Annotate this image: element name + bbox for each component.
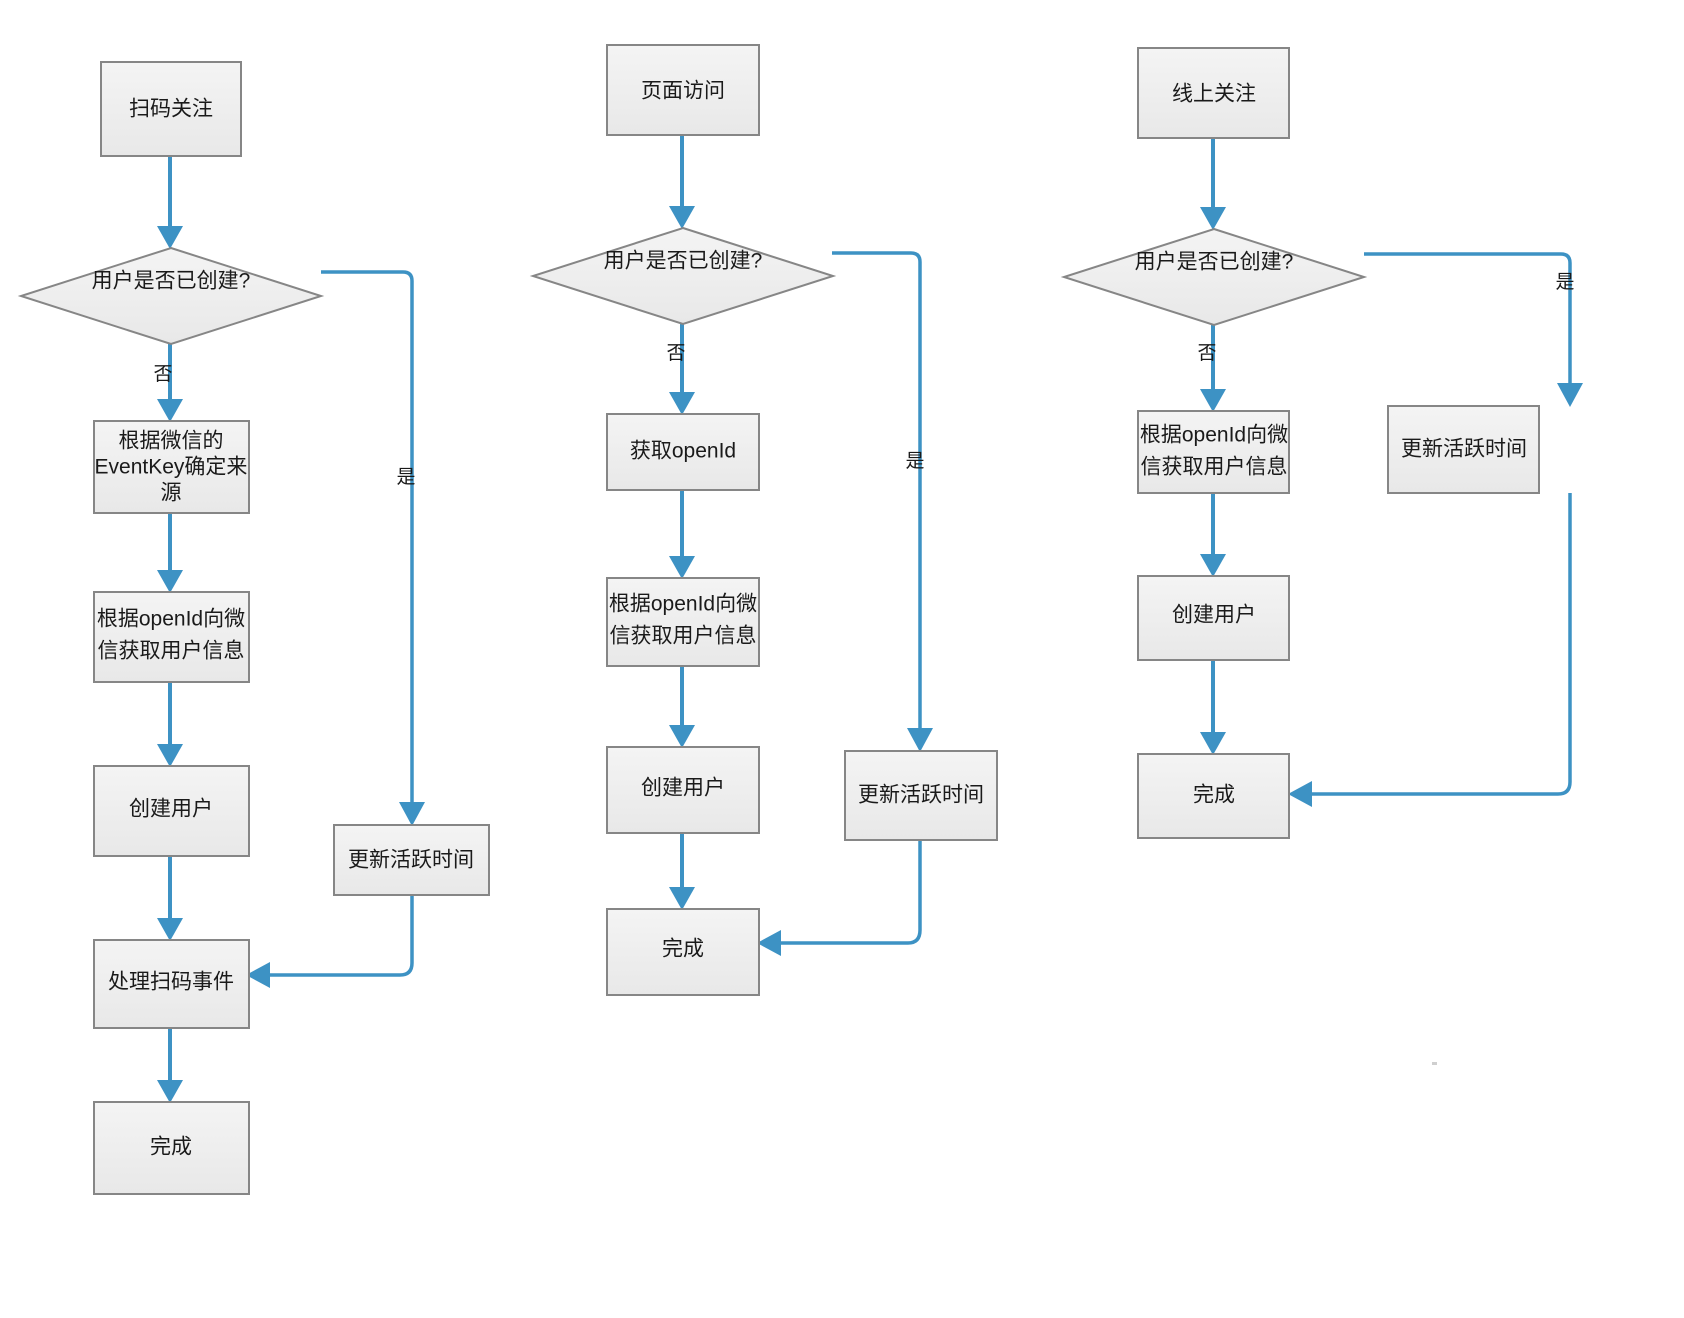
node-c2-n1-start[interactable]: 页面访问 bbox=[606, 44, 760, 136]
node-c2-n3-process[interactable]: 获取openId bbox=[606, 413, 760, 491]
connector-c3-n4-to-c3-n6 bbox=[1200, 660, 1226, 755]
connector-c3-n2-yes-to-c3-n5 bbox=[1364, 252, 1583, 407]
connector-c3-n2-no-to-c3-n3 bbox=[1200, 324, 1226, 412]
node-c3-n5-process[interactable]: 更新活跃时间 bbox=[1387, 405, 1540, 494]
node-label: 用户是否已创建? bbox=[92, 270, 251, 293]
node-c2-n7-end[interactable]: 完成 bbox=[606, 908, 760, 996]
edge-label-c3-no: 否 bbox=[1197, 343, 1216, 364]
node-label-line: 信获取用户信息 bbox=[610, 625, 757, 648]
node-c2-n4-process[interactable]: 根据openId向微 信获取用户信息 bbox=[606, 577, 760, 667]
connector-c1-n1-to-c1-n2 bbox=[157, 155, 183, 249]
node-label: 更新活跃时间 bbox=[1401, 438, 1527, 461]
connector-c2-n4-to-c2-n5 bbox=[669, 666, 695, 748]
node-label-line: 根据openId向微 bbox=[609, 593, 757, 616]
node-label-line: 信获取用户信息 bbox=[1141, 456, 1288, 479]
node-label: 处理扫码事件 bbox=[108, 971, 234, 994]
node-label: 线上关注 bbox=[1172, 83, 1256, 106]
connector-c3-n1-to-c3-n2 bbox=[1200, 139, 1226, 230]
connector-c1-n2-no-to-c1-n3 bbox=[157, 343, 183, 422]
node-label: 用户是否已创建? bbox=[604, 250, 763, 273]
node-label: 完成 bbox=[150, 1136, 192, 1159]
node-label: 创建用户 bbox=[641, 777, 725, 800]
connector-c2-n1-to-c2-n2 bbox=[669, 136, 695, 229]
page-speck bbox=[1432, 1062, 1437, 1065]
edge-label-c2-yes: 是 bbox=[905, 451, 924, 472]
connector-c2-n2-yes-to-c2-n6 bbox=[832, 251, 933, 752]
node-label: 页面访问 bbox=[641, 80, 725, 103]
node-c1-n8-end[interactable]: 完成 bbox=[93, 1101, 250, 1195]
connector-c1-n4-to-c1-n5 bbox=[157, 681, 183, 767]
edge-label-c1-no: 否 bbox=[153, 364, 172, 385]
connector-c1-n6-to-c1-n7 bbox=[246, 861, 414, 988]
node-label-line: EventKey确定来 bbox=[95, 456, 248, 479]
node-c2-n6-process[interactable]: 更新活跃时间 bbox=[844, 750, 998, 841]
node-c1-n7-process[interactable]: 处理扫码事件 bbox=[93, 939, 250, 1029]
node-c2-n5-process[interactable]: 创建用户 bbox=[606, 746, 760, 834]
node-c3-n3-process[interactable]: 根据openId向微 信获取用户信息 bbox=[1137, 410, 1290, 494]
node-c3-n2-decision[interactable]: 用户是否已创建? bbox=[1060, 227, 1368, 327]
node-c3-n6-end[interactable]: 完成 bbox=[1137, 753, 1290, 839]
node-label-line: 信获取用户信息 bbox=[98, 640, 245, 663]
connector-c3-n5-to-c3-n6 bbox=[1288, 493, 1572, 807]
node-label-line: 源 bbox=[161, 482, 182, 505]
node-c3-n1-start[interactable]: 线上关注 bbox=[1137, 47, 1290, 139]
node-c1-n1-start[interactable]: 扫码关注 bbox=[100, 61, 242, 157]
connector-c1-n5-to-c1-n7 bbox=[157, 856, 183, 941]
connector-c1-n2-yes-to-c1-n6 bbox=[321, 270, 425, 826]
node-label: 获取openId bbox=[630, 440, 736, 463]
node-label: 更新活跃时间 bbox=[348, 849, 474, 872]
node-label: 用户是否已创建? bbox=[1135, 251, 1294, 274]
node-label: 创建用户 bbox=[129, 798, 213, 821]
connector-c1-n7-to-c1-n8 bbox=[157, 1027, 183, 1103]
node-label: 创建用户 bbox=[1172, 604, 1256, 627]
node-c1-n3-process[interactable]: 根据微信的 EventKey确定来 源 bbox=[93, 420, 250, 514]
connector-c3-n3-to-c3-n4 bbox=[1200, 493, 1226, 577]
connector-c2-n6-to-c2-n7 bbox=[757, 840, 922, 956]
node-label: 完成 bbox=[662, 938, 704, 961]
node-c3-n4-process[interactable]: 创建用户 bbox=[1137, 575, 1290, 661]
node-c2-n2-decision[interactable]: 用户是否已创建? bbox=[529, 226, 837, 326]
node-c1-n6-process[interactable]: 更新活跃时间 bbox=[333, 824, 490, 896]
connector-c2-n2-no-to-c2-n3 bbox=[669, 323, 695, 415]
node-label: 扫码关注 bbox=[129, 98, 213, 121]
node-c1-n6-label-wrap: 更新活跃时间 bbox=[348, 849, 474, 872]
edge-label-c3-yes: 是 bbox=[1555, 272, 1574, 293]
connector-c2-n5-to-c2-n7 bbox=[669, 833, 695, 910]
node-label-line: 根据openId向微 bbox=[97, 608, 245, 631]
edge-label-c2-no: 否 bbox=[666, 343, 685, 364]
node-label-line: 根据微信的 bbox=[119, 430, 224, 453]
node-c1-n5-process[interactable]: 创建用户 bbox=[93, 765, 250, 857]
edge-label-c1-yes: 是 bbox=[396, 467, 415, 488]
node-label: 完成 bbox=[1193, 784, 1235, 807]
connector-c2-n3-to-c2-n4 bbox=[669, 490, 695, 579]
node-label-line: 根据openId向微 bbox=[1140, 424, 1288, 447]
node-c1-n2-decision[interactable]: 用户是否已创建? bbox=[17, 246, 325, 346]
node-c1-n4-process[interactable]: 根据openId向微 信获取用户信息 bbox=[93, 591, 250, 683]
node-label: 更新活跃时间 bbox=[858, 784, 984, 807]
connector-c1-n3-to-c1-n4 bbox=[157, 512, 183, 593]
